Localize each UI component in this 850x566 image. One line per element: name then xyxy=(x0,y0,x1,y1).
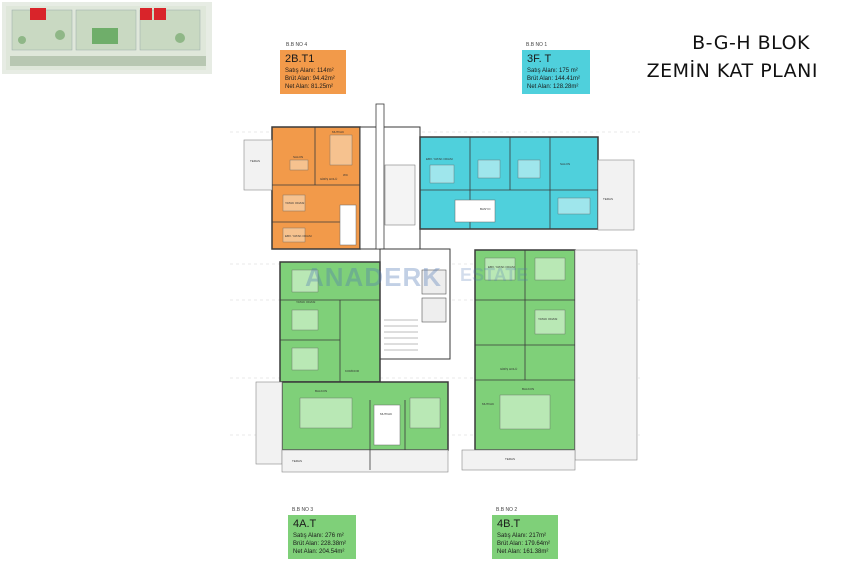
room-label: BANYO xyxy=(480,207,491,211)
room-label: YATAK ODASI xyxy=(285,201,305,205)
unit-info-4at: 4A.T Satış Alanı: 276 m² Brüt Alan: 228.… xyxy=(288,515,356,559)
room-label: BALKON xyxy=(522,387,534,391)
unit-code: 2B.T1 xyxy=(285,53,315,65)
unit-4bt-plan xyxy=(461,249,638,471)
unit-net-area: Net Alan: 161.38m² xyxy=(497,549,549,555)
unit-satis-area: Satış Alanı: 175 m² xyxy=(527,68,578,74)
site-key-plan xyxy=(2,2,212,74)
unit-net-area: Net Alan: 81.25m² xyxy=(285,84,334,90)
block-number-label: B.B NO 3 xyxy=(292,507,314,513)
unit-satis-area: Satış Alanı: 276 m² xyxy=(293,533,344,539)
room-label: TERAS xyxy=(250,159,260,163)
unit-satis-area: Satış Alanı: 217m² xyxy=(497,533,547,539)
room-label: GİRİŞ HOLÜ xyxy=(320,176,337,181)
block-number-label: B.B NO 1 xyxy=(526,42,548,48)
unit-code: 3F. T xyxy=(527,53,552,65)
unit-brut-area: Brüt Alan: 228.38m² xyxy=(293,541,347,547)
room-label: SALON xyxy=(293,155,303,159)
room-label: EBV. YATAK ODASI xyxy=(488,265,515,269)
key-block-highlight xyxy=(140,8,152,20)
unit-brut-area: Brüt Alan: 144.41m² xyxy=(527,76,581,82)
unit-info-2bt1: 2B.T1 Satış Alanı: 114m² Brüt Alan: 94.4… xyxy=(280,50,346,94)
unit-brut-area: Brüt Alan: 94.42m² xyxy=(285,76,335,82)
key-block-highlight xyxy=(30,8,46,20)
room-label: MUTFAK xyxy=(380,412,392,416)
room-label: YATAK ODASI xyxy=(296,300,316,304)
unit-code: 4B.T xyxy=(497,518,521,530)
watermark: ANADERK xyxy=(305,262,442,292)
unit-4at-plan xyxy=(255,261,449,473)
unit-brut-area: Brüt Alan: 179.64m² xyxy=(497,541,551,547)
room-label: MUTFAK xyxy=(482,402,494,406)
room-label: YATAK ODASI xyxy=(538,317,558,321)
room-label: WC xyxy=(343,173,349,177)
room-label: BALKON xyxy=(315,389,327,393)
unit-net-area: Net Alan: 204.54m² xyxy=(293,549,345,555)
plan-title-block: B-G-H BLOK xyxy=(692,32,810,54)
plan-title-floor: ZEMİN KAT PLANI xyxy=(646,60,818,82)
room-label: TERAS xyxy=(505,457,515,461)
key-block-highlight xyxy=(154,8,166,20)
block-number-label: B.B NO 2 xyxy=(496,507,518,513)
room-label: EBV. YATAK ODASI xyxy=(426,157,453,161)
room-label: TERAS xyxy=(292,459,302,463)
unit-satis-area: Satış Alanı: 114m² xyxy=(285,68,334,74)
room-label: GİRİŞ HOLÜ xyxy=(500,366,517,371)
room-label: EBV. YATAK ODASI xyxy=(285,234,312,238)
unit-code: 4A.T xyxy=(293,518,317,530)
unit-2bt1-plan xyxy=(243,126,361,250)
room-label: SALON xyxy=(560,162,570,166)
unit-net-area: Net Alan: 128.28m² xyxy=(527,84,579,90)
unit-info-4bt: 4B.T Satış Alanı: 217m² Brüt Alan: 179.6… xyxy=(492,515,558,559)
core-circulation xyxy=(359,103,451,360)
room-label: TERAS xyxy=(603,197,613,201)
unit-info-3ft: 3F. T Satış Alanı: 175 m² Brüt Alan: 144… xyxy=(522,50,590,94)
room-label: MUTFAK xyxy=(332,130,344,134)
unit-3ft-plan xyxy=(419,136,635,231)
watermark: ESTATE xyxy=(460,265,529,285)
room-label: KORİDOR xyxy=(345,368,360,373)
block-number-label: B.B NO 4 xyxy=(286,42,308,48)
